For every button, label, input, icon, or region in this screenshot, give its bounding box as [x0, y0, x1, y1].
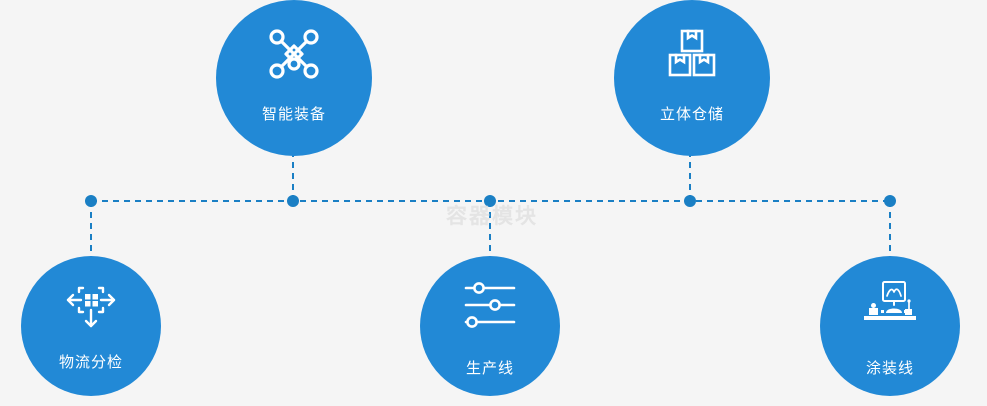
- junction-dot-logistics[interactable]: [85, 195, 97, 207]
- node-logistics-sorting[interactable]: 物流分检: [21, 256, 161, 396]
- node-label-logistics-sorting: 物流分检: [58, 354, 123, 371]
- sorting-arrows-icon: [62, 278, 120, 337]
- junction-dot-painting[interactable]: [884, 195, 896, 207]
- node-label-painting-line: 涂装线: [865, 360, 914, 377]
- coating-machine-icon: [860, 280, 920, 335]
- node-label-production-line: 生产线: [465, 360, 514, 377]
- sliders-icon: [461, 280, 519, 335]
- node-production-line[interactable]: 生产线: [420, 256, 560, 396]
- stacked-boxes-icon: [665, 28, 719, 85]
- node-stereo-warehouse[interactable]: 立体仓储: [614, 0, 770, 156]
- node-label-smart-equipment: 智能装备: [261, 106, 326, 123]
- node-smart-equipment[interactable]: 智能装备: [216, 0, 372, 156]
- node-label-stereo-warehouse: 立体仓储: [659, 106, 724, 123]
- junction-dot-warehouse[interactable]: [684, 195, 696, 207]
- node-painting-line[interactable]: 涂装线: [820, 256, 960, 396]
- network-nodes-icon: [266, 26, 322, 87]
- junction-dot-smart-equipment[interactable]: [287, 195, 299, 207]
- junction-dot-production[interactable]: [484, 195, 496, 207]
